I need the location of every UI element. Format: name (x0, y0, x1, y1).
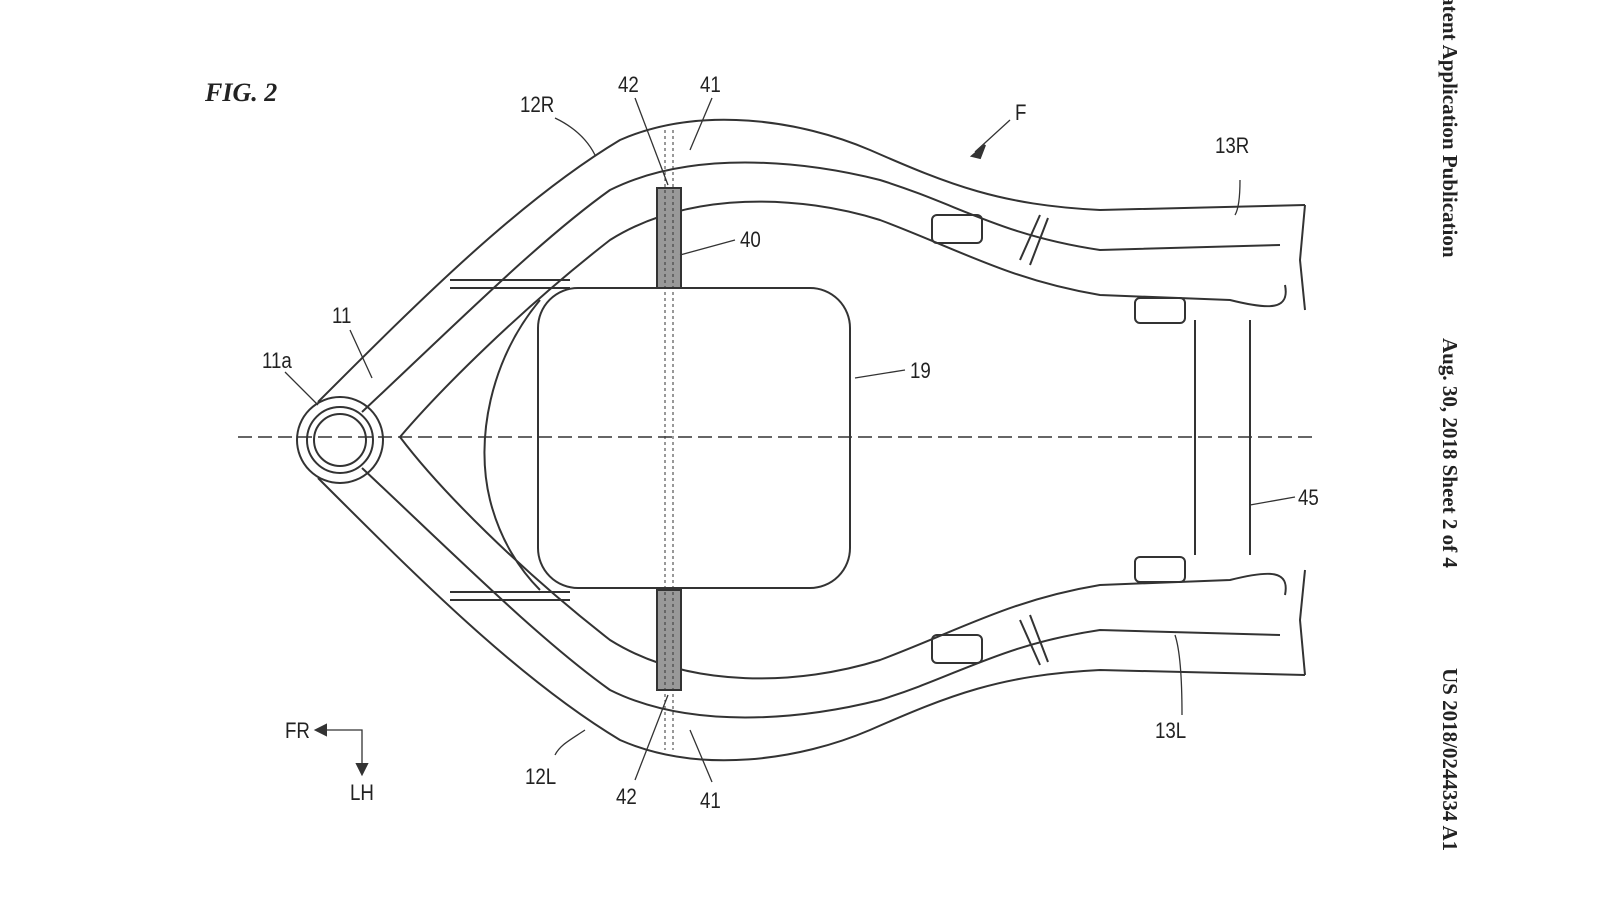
label-13R: 13R (1215, 133, 1250, 158)
component-19 (537, 287, 851, 589)
label-12R: 12R (520, 92, 555, 117)
leader-lines (284, 97, 1296, 783)
arrow-FR-head (313, 723, 327, 737)
label-40: 40 (740, 227, 761, 252)
label-13L: 13L (1155, 718, 1187, 743)
figure-title: FIG. 2 (205, 78, 278, 107)
label-42-bottom: 42 (616, 784, 637, 809)
label-12L: 12L (525, 764, 557, 789)
label-F: F (1015, 100, 1027, 125)
label-11a: 11a (262, 348, 292, 373)
inner-arc (483, 299, 541, 591)
pivot-11a (296, 396, 384, 484)
header-number: US 2018/0244334 A1 (1438, 668, 1462, 852)
upper-arm-12R (317, 118, 1306, 438)
header-date-sheet: Aug. 30, 2018 Sheet 2 of 4 (1438, 338, 1462, 568)
cross-member-40 (656, 130, 682, 750)
arrow-LH-head (355, 763, 369, 777)
header-publication: atent Application Publication (1438, 0, 1462, 258)
cross-member-45 (1194, 320, 1251, 555)
label-42-top: 42 (618, 72, 639, 97)
label-LH: LH (350, 780, 374, 805)
arrow-F-head (969, 144, 986, 160)
label-FR: FR (285, 718, 310, 743)
label-11: 11 (332, 303, 352, 328)
label-19: 19 (910, 358, 931, 383)
label-41-bottom: 41 (700, 788, 721, 813)
label-45: 45 (1298, 485, 1319, 510)
label-41-top: 41 (700, 72, 721, 97)
lower-arm-12L (317, 436, 1306, 762)
